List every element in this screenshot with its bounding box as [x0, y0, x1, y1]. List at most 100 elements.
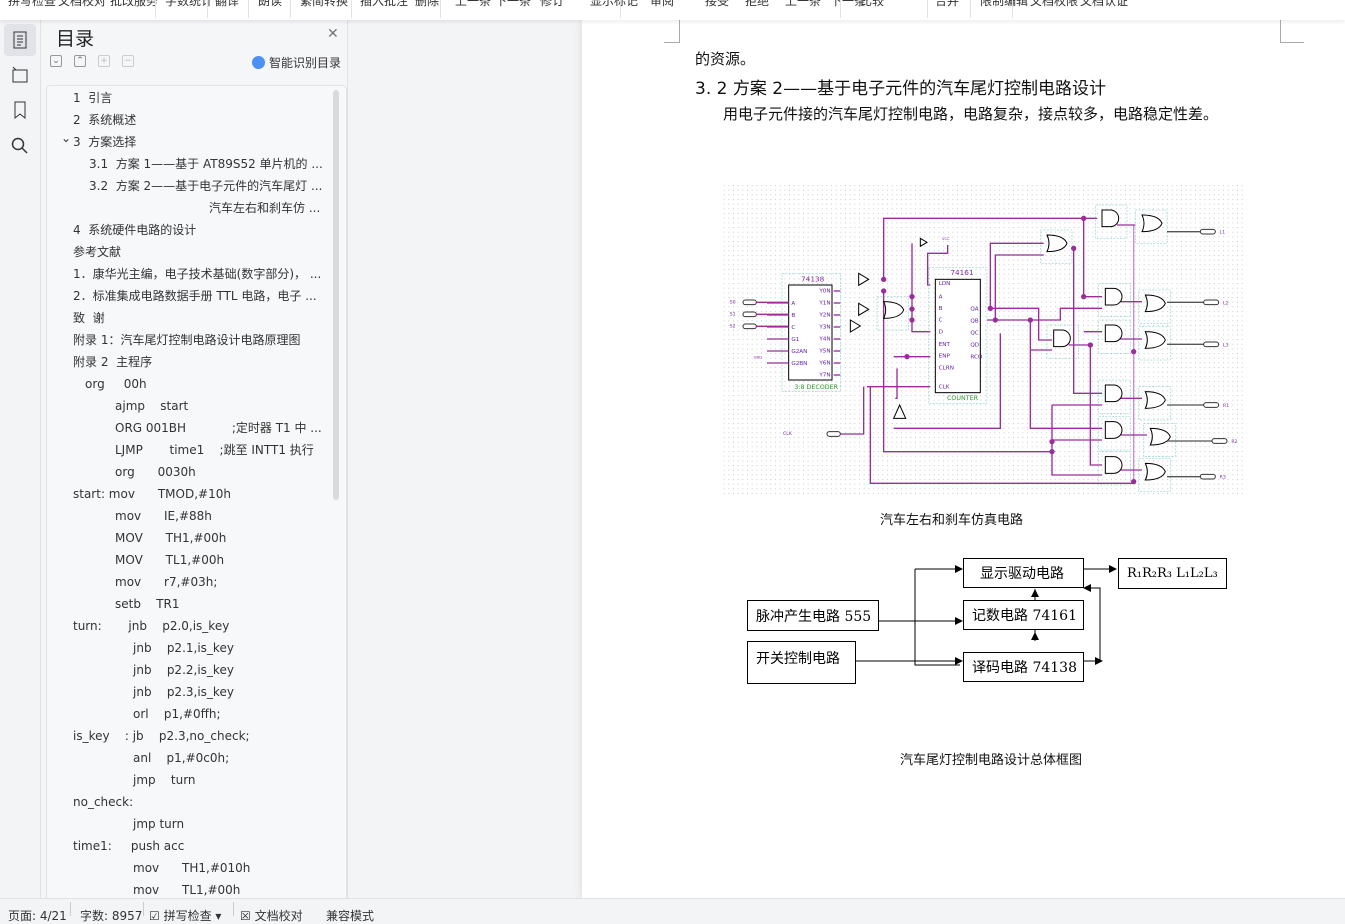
toolbar-button[interactable]: 繁简转换: [300, 0, 349, 8]
toc-item[interactable]: 3.2 方案 2——基于电子元件的汽车尾灯 ...: [89, 179, 323, 193]
toc-item[interactable]: org 0030h: [115, 465, 196, 479]
bookmark-button[interactable]: [4, 94, 36, 126]
toolbar-button[interactable]: 文档认证: [1080, 0, 1129, 8]
input-label: S1: [730, 311, 736, 317]
search-icon: [11, 137, 28, 154]
toc-item[interactable]: 附录 2 主程序: [73, 355, 153, 369]
toc-item[interactable]: 1．康华光主编，电子技术基础(数字部分)， ...: [73, 267, 322, 281]
collapse-all-button[interactable]: ⌄: [50, 55, 62, 67]
toc-item[interactable]: mov IE,#88h: [115, 509, 212, 523]
junction: [1087, 342, 1093, 348]
toc-item[interactable]: 致 谢: [73, 311, 105, 325]
pin-label: Y3N: [818, 325, 830, 331]
toc-item[interactable]: 3 方案选择: [73, 135, 137, 149]
toc-item[interactable]: MOV TL1,#00h: [115, 553, 225, 567]
toolbar-button[interactable]: 审阅: [650, 0, 675, 8]
toolbar-button[interactable]: 删除: [415, 0, 440, 8]
toc-panel-button[interactable]: [4, 24, 36, 56]
spell-check-toggle[interactable]: ☑ 拼写检查 ▾: [149, 909, 222, 923]
toc-item[interactable]: is_key : jb p2.3,no_check;: [73, 729, 250, 743]
toc-item[interactable]: MOV TH1,#00h: [115, 531, 227, 545]
close-icon[interactable]: ✕: [327, 26, 339, 42]
toolbar-button[interactable]: 批改服务: [110, 0, 159, 8]
and-gate: [1104, 421, 1123, 439]
toolbar-button[interactable]: 上一条: [455, 0, 492, 8]
pin-label: A: [939, 294, 943, 300]
toolbar-button[interactable]: 限制编辑: [980, 0, 1029, 8]
toc-item[interactable]: 附录 1：汽车尾灯控制电路设计电路原理图: [73, 333, 301, 347]
toolbar-button[interactable]: 插入批注: [360, 0, 409, 8]
toc-item[interactable]: anl p1,#0c0h;: [133, 751, 230, 765]
and-gate: [1104, 456, 1123, 474]
toolbar-button[interactable]: 修订: [540, 0, 565, 8]
promote-button[interactable]: +: [98, 55, 110, 67]
wire: [883, 217, 1097, 279]
toolbar-button[interactable]: 接受: [705, 0, 730, 8]
expand-up-button[interactable]: ⌃: [74, 55, 86, 67]
toc-item[interactable]: no_check:: [73, 795, 134, 809]
toolbar-button[interactable]: 下一条: [830, 0, 867, 8]
figure-caption: 汽车尾灯控制电路设计总体框图: [900, 753, 1083, 768]
demote-button[interactable]: −: [122, 55, 134, 67]
toc-item[interactable]: LJMP time1 ;跳至 INTT1 执行: [115, 443, 314, 457]
toc-item[interactable]: orl p1,#0ffh;: [133, 707, 221, 721]
toc-item[interactable]: jmp turn: [133, 817, 185, 831]
toc-item[interactable]: org 00h: [85, 377, 147, 391]
toolbar-button[interactable]: 合并: [935, 0, 960, 8]
page-indicator[interactable]: 页面: 4/21: [8, 909, 67, 923]
counter-chip-label: 74161: [950, 268, 973, 277]
toc-item[interactable]: time1: push acc: [73, 839, 185, 853]
ribbon-toolbar: 拼写检查文档校对批改服务字数统计翻译朗读繁简转换插入批注删除上一条下一条修订显示…: [0, 0, 1345, 20]
toc-item[interactable]: 3.1 方案 1——基于 AT89S52 单片机的 ...: [89, 157, 323, 171]
toc-item[interactable]: 2．标准集成电路数据手册 TTL 电路，电子 ...: [73, 289, 317, 303]
toolbar-button[interactable]: 文档权限: [1030, 0, 1079, 8]
toc-item[interactable]: 汽车左右和刹车仿 ...: [209, 201, 321, 215]
toc-item[interactable]: jmp turn: [133, 773, 196, 787]
toolbar-button[interactable]: 上一条: [785, 0, 822, 8]
smart-toc-button[interactable]: 智能识别目录: [252, 54, 341, 71]
toc-item[interactable]: jnb p2.3,is_key: [133, 685, 234, 699]
toc-item[interactable]: setb TR1: [115, 597, 180, 611]
toc-item[interactable]: mov TL1,#00h: [133, 883, 241, 897]
toolbar-button[interactable]: 拼写检查: [8, 0, 57, 8]
or-gate: [1144, 294, 1166, 313]
toolbar-button[interactable]: 字数统计: [165, 0, 214, 8]
toc-item[interactable]: 参考文献: [73, 245, 122, 259]
scrollbar[interactable]: [333, 90, 339, 500]
toc-item[interactable]: jnb p2.2,is_key: [133, 663, 234, 677]
toc-item[interactable]: ORG 001BH ;定时器 T1 中 ...: [115, 421, 322, 435]
chevron-down-icon[interactable]: ⌄: [61, 131, 72, 145]
toc-item[interactable]: start: mov TMOD,#10h: [73, 487, 231, 501]
toc-item[interactable]: 4 系统硬件电路的设计: [73, 223, 197, 237]
toc-item[interactable]: 1 引言: [73, 91, 113, 105]
doc-proofread-button[interactable]: ☒ 文档校对: [240, 909, 303, 923]
toolbar-button[interactable]: 文档校对: [58, 0, 107, 8]
or-gate: [1144, 391, 1166, 409]
search-button[interactable]: [4, 130, 36, 162]
and-gate: [1104, 324, 1123, 343]
toc-item[interactable]: mov TH1,#010h: [133, 861, 251, 875]
or-gate: [1141, 214, 1163, 233]
toolbar-button[interactable]: 翻译: [215, 0, 240, 8]
toc-item[interactable]: jnb p2.1,is_key: [133, 641, 234, 655]
pin-label: G2BN: [791, 361, 807, 367]
toolbar-button[interactable]: 比较: [860, 0, 885, 8]
toolbar-button[interactable]: 朗读: [258, 0, 283, 8]
pin-label: Y4N: [818, 337, 830, 343]
toolbar-button[interactable]: 显示标记: [590, 0, 639, 8]
block-display: 显示驱动电路: [963, 558, 1084, 588]
wire: [911, 243, 931, 333]
toc-item[interactable]: 2 系统概述: [73, 113, 137, 127]
input-label: S0: [730, 299, 736, 305]
toolbar-button[interactable]: 拒绝: [745, 0, 770, 8]
word-count[interactable]: 字数: 8957: [80, 909, 143, 923]
navigation-button[interactable]: [4, 58, 36, 90]
output-label: L2: [1223, 300, 1229, 306]
wire: [989, 242, 1044, 309]
toc-item[interactable]: mov r7,#03h;: [115, 575, 218, 589]
toolbar-button[interactable]: 下一条: [495, 0, 532, 8]
toc-item[interactable]: ajmp start: [115, 399, 189, 413]
junction: [1071, 245, 1077, 251]
toc-item[interactable]: turn: jnb p2.0,is_key: [73, 619, 230, 633]
